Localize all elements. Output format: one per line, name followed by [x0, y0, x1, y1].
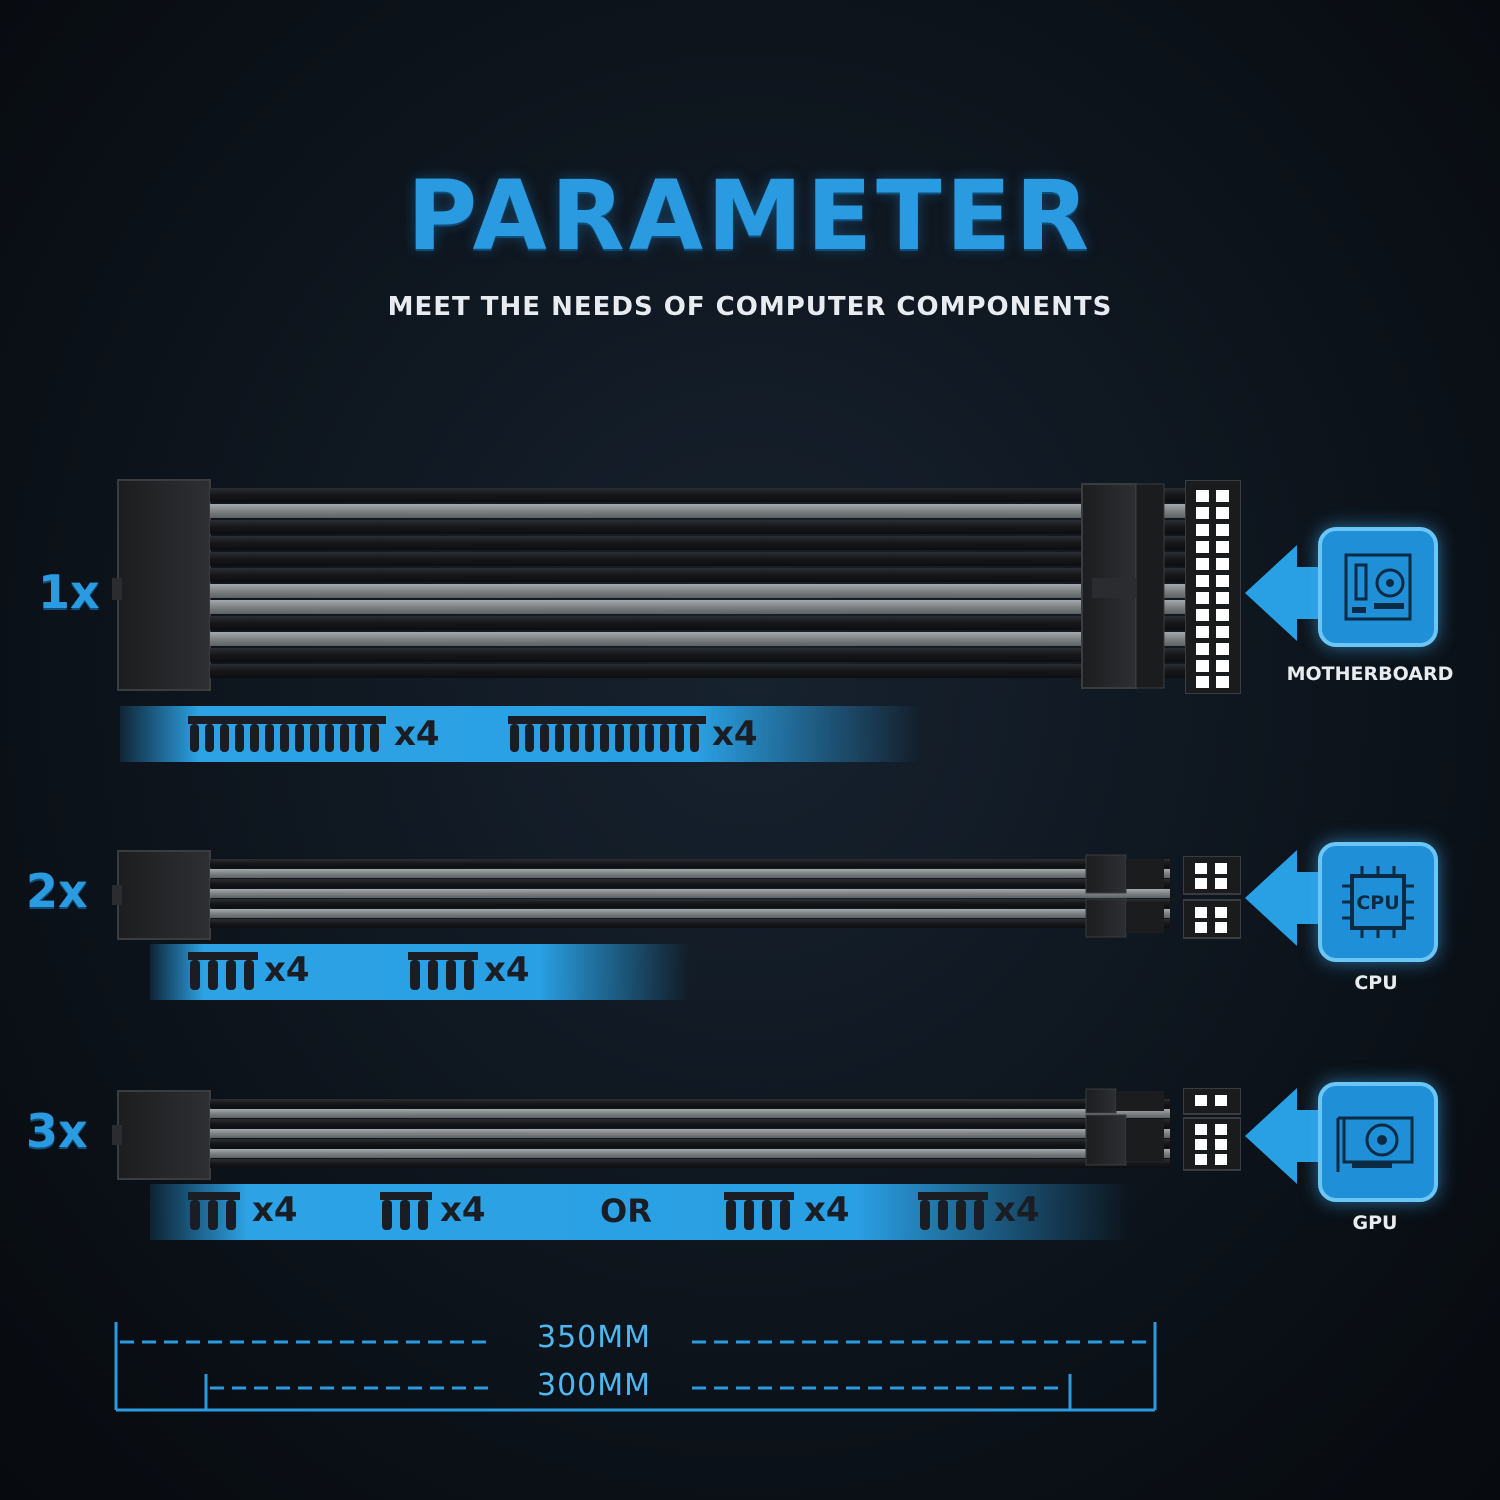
row3-quantity: 3x	[26, 1104, 88, 1158]
comb-icon	[188, 952, 258, 990]
comb-quantity: x4	[252, 1190, 298, 1230]
length-dimension-lines	[114, 1322, 1157, 1412]
gpu-icon	[1318, 1082, 1438, 1202]
comb-quantity: x4	[264, 950, 310, 990]
atx-24pin-cable	[112, 479, 1185, 691]
atx-24pin-port	[1185, 480, 1241, 694]
gpu-8pin-cable	[112, 1088, 1170, 1180]
row2-quantity: 2x	[26, 864, 88, 918]
comb-quantity: x4	[712, 714, 758, 754]
motherboard-label: MOTHERBOARD	[1286, 663, 1454, 685]
comb-quantity: x4	[484, 950, 530, 990]
comb-icon	[188, 716, 386, 752]
cpu-icon-text: CPU	[1356, 892, 1399, 914]
comb-quantity: x4	[804, 1190, 850, 1230]
comb-quantity: x4	[394, 714, 440, 754]
page-title: PARAMETER	[406, 160, 1094, 272]
comb-icon	[508, 716, 706, 752]
comb-icon	[724, 1192, 794, 1230]
cpu-label: CPU	[1354, 972, 1398, 994]
inner-length-label: 300MM	[536, 1368, 652, 1403]
cpu-4pin-ports	[1183, 856, 1241, 939]
comb-icon	[380, 1192, 432, 1230]
comb-quantity: x4	[440, 1190, 486, 1230]
page-subtitle: MEET THE NEEDS OF COMPUTER COMPONENTS	[387, 292, 1113, 322]
cpu-8pin-cable	[112, 850, 1170, 940]
cpu-icon: CPU	[1318, 842, 1438, 962]
gpu-label: GPU	[1352, 1212, 1398, 1234]
motherboard-icon	[1318, 527, 1438, 647]
row1-quantity: 1x	[38, 565, 100, 619]
gpu-pcie-ports	[1183, 1088, 1241, 1171]
comb-quantity: x4	[994, 1190, 1040, 1230]
or-separator: OR	[600, 1192, 652, 1230]
outer-length-label: 350MM	[536, 1320, 652, 1355]
comb-icon	[188, 1192, 240, 1230]
comb-icon	[918, 1192, 988, 1230]
comb-icon	[408, 952, 478, 990]
